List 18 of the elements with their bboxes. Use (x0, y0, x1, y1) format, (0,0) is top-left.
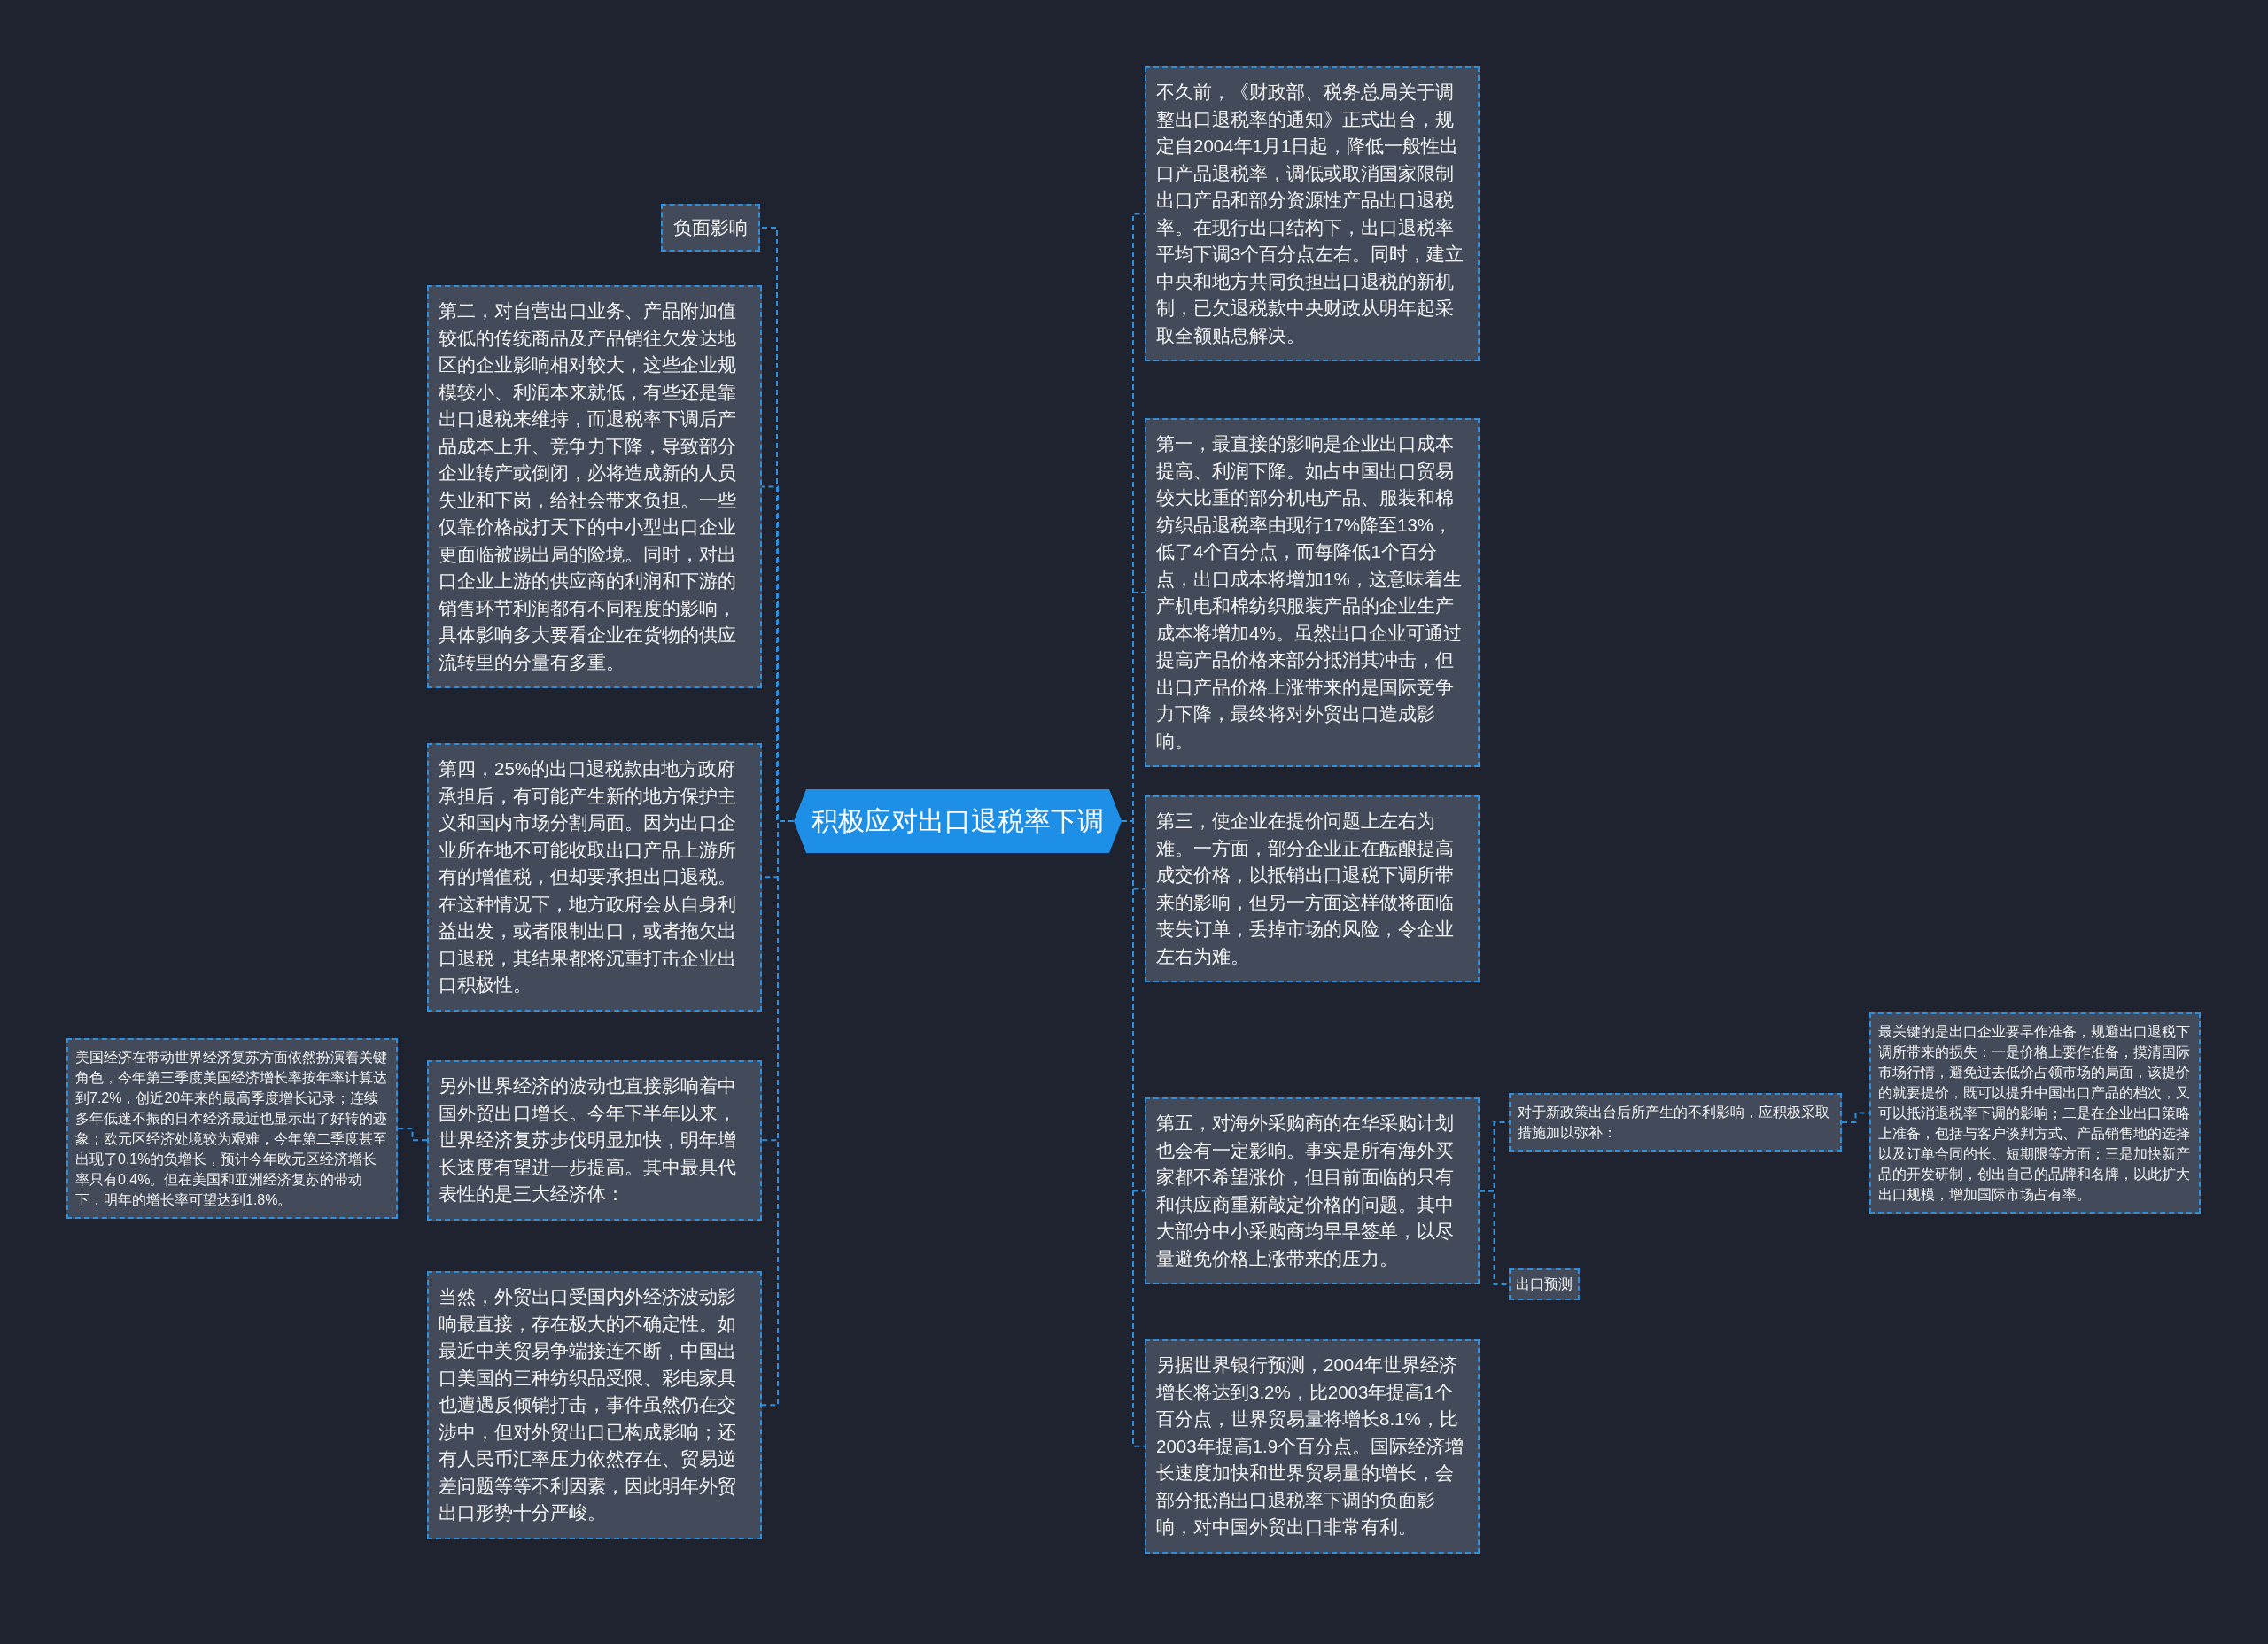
topic-box: 出口预测 (1509, 1268, 1580, 1300)
connector-line (397, 1128, 428, 1142)
topic-box: 负面影响 (661, 204, 760, 252)
central-topic: 积极应对出口退税率下调 (794, 789, 1122, 853)
text-box: 不久前，《财政部、税务总局关于调整出口退税率的通知》正式出台，规定自2004年1月1日起，降低一般性出口产品退税率，调低或取消国家限制出口产品和部分资源性产品出口退税率。在现行出口结构下，出口退税率平均下调3个百分点左右。同时，建立中央和地方共同负担出口退税的新机制，已欠退税款中央财政从明年起采取全额贴息解决。 (1145, 66, 1480, 361)
text-box: 最关键的是出口企业要早作准备，规避出口退税下调所带来的损失：一是价格上要作准备，摸清国际市场行情，避免过去低价占领市场的局面，该提价的就要提价，既可以提升中国出口产品的档次，又可以抵消退税率下调的影响；二是在企业出口策略上准备，包括与客户谈判方式、产品销售地的选择以及订单合同的长、短期限等方面；三是加快新产品的开发研制，创出自己的品牌和名牌，以此扩大出口规模，增加国际市场占有率。 (1869, 1012, 2201, 1214)
text-box: 另据世界银行预测，2004年世界经济增长将达到3.2%，比2003年提高1个百分点，世界贸易量将增长8.1%，比2003年提高1.9个百分点。国际经济增长速度加快和世界贸易量的增长，会部分抵消出口退税率下调的负面影响，对中国外贸出口非常有利。 (1145, 1339, 1480, 1554)
text-box: 对于新政策出台后所产生的不利影响，应积极采取措施加以弥补： (1509, 1093, 1842, 1152)
text-box: 美国经济在带动世界经济复苏方面依然扮演着关键角色，今年第三季度美国经济增长率按年率计算达到7.2%，创近20年来的最高季度增长记录；连续多年低迷不振的日本经济最近也显示出了好转的迹象；欧元区经济处境较为艰难，今年第二季度甚至出现了0.1%的负增长，预计今年欧元区经济增长率只有0.4%。但在美国和亚洲经济复苏的带动下，明年的增长率可望达到1.8%。 (66, 1038, 398, 1219)
text-box: 第五，对海外采购商的在华采购计划也会有一定影响。事实是所有海外买家都不希望涨价，但目前面临的只有和供应商重新敲定价格的问题。其中大部分中小采购商均早早签单，以尽量避免价格上涨带来的压力。 (1145, 1097, 1480, 1284)
text-box: 第一，最直接的影响是企业出口成本提高、利润下降。如占中国出口贸易较大比重的部分机电产品、服装和棉纺织品退税率由现行17%降至13%，低了4个百分点，而每降低1个百分点，出口成本将增加1%，这意味着生产机电和棉纺织服装产品的企业生产成本将增加4%。虽然出口企业可通过提高产品价格来部分抵消其冲击，但出口产品价格上涨带来的是国际竞争力下降，最终将对外贸出口造成影响。 (1145, 418, 1480, 767)
text-box: 第四，25%的出口退税款由地方政府承担后，有可能产生新的地方保护主义和国内市场分割局面。因为出口企业所在地不可能收取出口产品上游所有的增值税，但却要承担出口退税。在这种情况下，地方政府会从自身利益出发，或者限制出口，或者拖欠出口退税，其结果都将沉重打击企业出口积极性。 (427, 743, 762, 1012)
text-box: 第二，对自营出口业务、产品附加值较低的传统商品及产品销往欠发达地区的企业影响相对较大，这些企业规模较小、利润本来就低，有些还是靠出口退税来维持，而退税率下调后产品成本上升、竞争力下降，导致部分企业转产或倒闭，必将造成新的人员失业和下岗，给社会带来负担。一些仅靠价格战打天下的中小型出口企业更面临被踢出局的险境。同时，对出口企业上游的供应商的利润和下游的销售环节利润都有不同程度的影响，具体影响多大要看企业在货物的供应流转里的分量有多重。 (427, 285, 762, 688)
text-box: 另外世界经济的波动也直接影响着中国外贸出口增长。今年下半年以来，世界经济复苏步伐明显加快，明年增长速度有望进一步提高。其中最具代表性的是三大经济体： (427, 1060, 762, 1221)
connector-line (1841, 1112, 1870, 1123)
text-box: 第三，使企业在提价问题上左右为难。一方面，部分企业正在酝酿提高成交价格，以抵销出口退税下调所带来的影响，但另一方面这样做将面临丧失订单，丢掉市场的风险，令企业左右为难。 (1145, 795, 1480, 982)
text-box: 当然，外贸出口受国内外经济波动影响最直接，存在极大的不确定性。如最近中美贸易争端接连不断，中国出口美国的三种纺织品受限、彩电家具也遭遇反倾销打击，事件虽然仍在交涉中，但对外贸出口已构成影响；还有人民币汇率压力依然存在、贸易逆差问题等等不利因素，因此明年外贸出口形势十分严峻。 (427, 1271, 762, 1539)
connector-line (1479, 1190, 1510, 1285)
